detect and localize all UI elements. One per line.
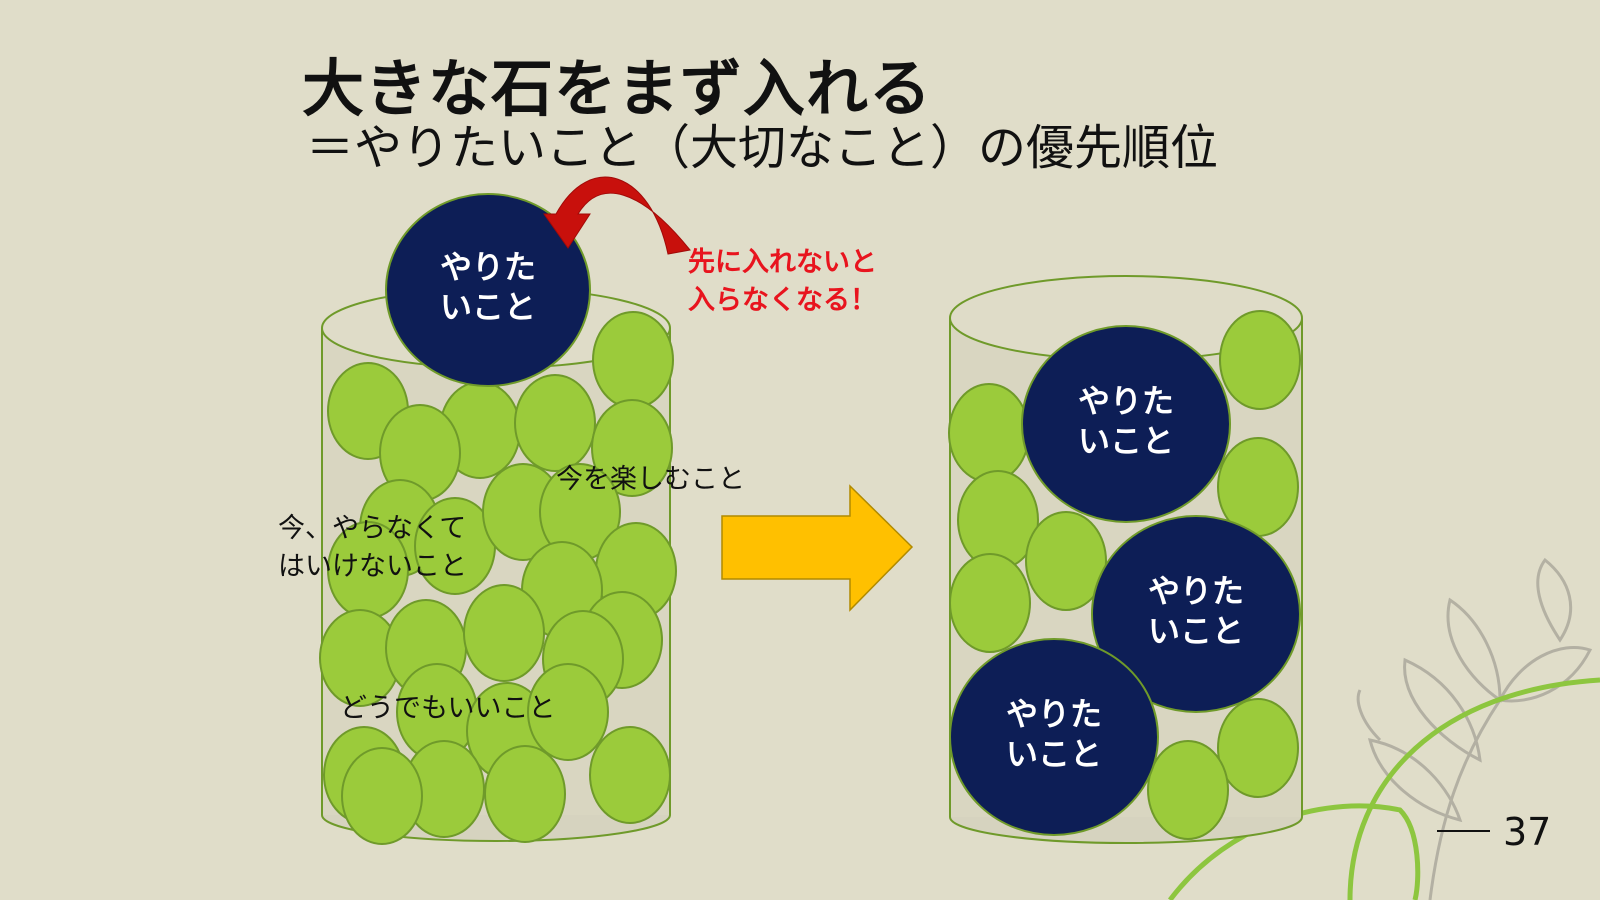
warning-line1: 先に入れないと bbox=[688, 247, 877, 278]
left-jar-pebbles bbox=[319, 311, 677, 845]
pebble bbox=[948, 383, 1030, 483]
svg-text:いこと: いこと bbox=[1148, 612, 1244, 650]
pebble bbox=[1147, 740, 1229, 840]
pebble bbox=[341, 747, 423, 845]
pebble bbox=[527, 663, 609, 761]
label-must-do-line2: はいけないこと bbox=[278, 550, 467, 582]
pebble bbox=[1217, 698, 1299, 798]
curved-red-arrow bbox=[543, 176, 691, 255]
svg-text:やりた: やりた bbox=[1148, 572, 1244, 610]
left-big-stone: やりた いこと bbox=[385, 193, 591, 387]
right-big-stone-top: やりた いこと bbox=[1021, 325, 1231, 523]
slide-subtitle: ＝やりたいこと（大切なこと）の優先順位 bbox=[306, 120, 1219, 176]
pebble bbox=[514, 374, 596, 472]
pebble bbox=[1025, 511, 1107, 611]
label-enjoy-now: 今を楽しむこと bbox=[556, 464, 745, 495]
svg-text:やりた: やりた bbox=[1078, 382, 1174, 420]
pebble bbox=[484, 745, 566, 843]
left-big-stone-line1: やりた bbox=[440, 248, 536, 286]
yellow-right-arrow bbox=[721, 484, 914, 612]
svg-text:いこと: いこと bbox=[1006, 735, 1102, 773]
pebble bbox=[949, 553, 1031, 653]
svg-text:やりた: やりた bbox=[1006, 695, 1102, 733]
right-big-stone-bottom: やりた いこと bbox=[949, 638, 1159, 836]
warning-text: 先に入れないと 入らなくなる！ bbox=[688, 244, 877, 320]
page-number: 37 bbox=[1503, 810, 1552, 854]
right-jar-pebbles bbox=[948, 310, 1301, 840]
left-big-stone-line2: いこと bbox=[440, 288, 536, 326]
right-big-stones: やりた いこと やりた いこと やりた いこと bbox=[949, 325, 1301, 836]
svg-text:いこと: いこと bbox=[1078, 422, 1174, 460]
pebble bbox=[589, 726, 671, 824]
pebble bbox=[463, 584, 545, 682]
label-must-do-line1: 今、やらなくて bbox=[278, 513, 467, 544]
pebble bbox=[591, 399, 673, 497]
warning-line2: 入らなくなる！ bbox=[688, 284, 877, 316]
pebble bbox=[1219, 310, 1301, 410]
label-whatever: どうでもいいこと bbox=[340, 693, 556, 724]
right-big-stone-middle: やりた いこと bbox=[1091, 515, 1301, 713]
slide-title: 大きな石をまず入れる bbox=[302, 52, 933, 125]
label-must-do: 今、やらなくて はいけないこと bbox=[278, 510, 467, 586]
pebble bbox=[592, 311, 674, 409]
